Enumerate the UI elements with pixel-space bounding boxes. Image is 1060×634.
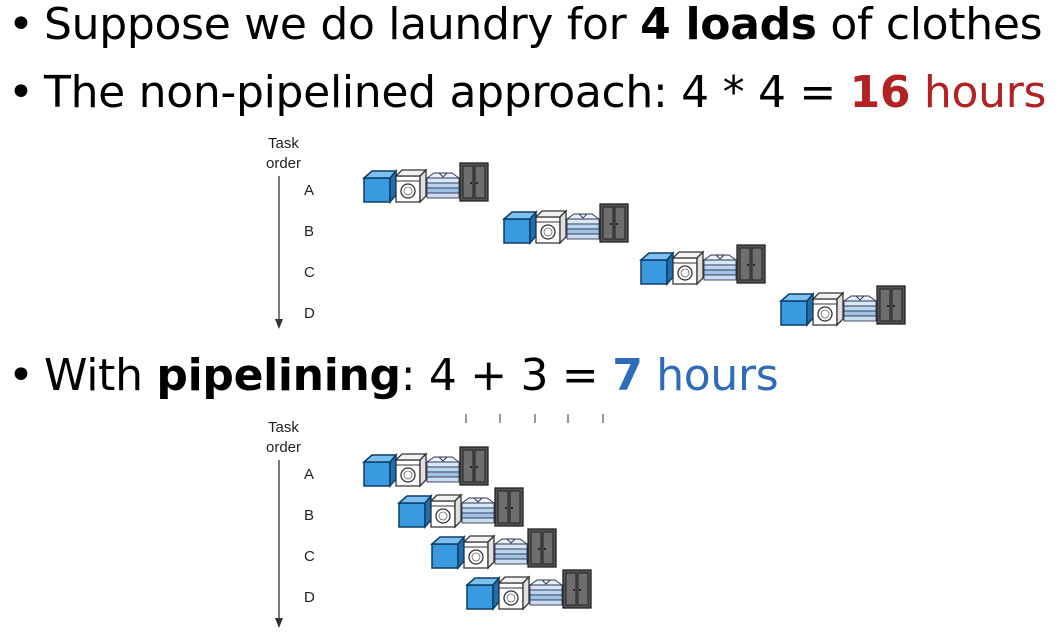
dryer-icon — [396, 170, 426, 202]
folded-clothes-icon — [704, 255, 736, 280]
folded-clothes-icon — [495, 539, 527, 564]
task-label-a: A — [304, 466, 314, 483]
closet-icon — [528, 529, 556, 567]
bullet-text: With — [44, 350, 156, 401]
dryer-icon — [396, 454, 426, 486]
folded-clothes-icon — [844, 296, 876, 321]
task-label-b: B — [304, 223, 314, 240]
arrow-head — [275, 319, 283, 329]
bullet-pipelining: •With pipelining: 4 + 3 = 7 hours — [8, 351, 778, 401]
dryer-icon — [536, 211, 566, 243]
washer-icon — [432, 537, 464, 568]
bullet-text: : 4 + 3 = — [401, 350, 612, 401]
folded-clothes-icon — [427, 173, 459, 198]
axis-title: Task — [268, 419, 299, 436]
hours-unit: hours — [643, 350, 779, 401]
dryer-icon — [499, 577, 529, 609]
washer-icon — [467, 578, 499, 609]
closet-icon — [737, 245, 765, 283]
task-label-d: D — [304, 305, 315, 322]
closet-icon — [495, 488, 523, 526]
dryer-icon — [464, 536, 494, 568]
folded-clothes-icon — [567, 214, 599, 239]
task-label-d: D — [304, 589, 315, 606]
hours-unit: hours — [910, 67, 1046, 118]
task-row-a — [364, 163, 488, 202]
folded-clothes-icon — [462, 498, 494, 523]
washer-icon — [364, 455, 396, 486]
bullet-dot: • — [8, 68, 44, 118]
bullet-loads: •Suppose we do laundry for 4 loads of cl… — [8, 0, 1042, 50]
task-label-a: A — [304, 182, 314, 199]
task-row-c — [432, 529, 556, 568]
bullet-text: The non-pipelined approach: 4 * 4 = — [44, 67, 850, 118]
bullet-bold: 4 loads — [640, 0, 817, 50]
task-row-d — [467, 570, 591, 609]
axis-title: order — [266, 439, 301, 456]
task-row-a — [364, 447, 488, 486]
folded-clothes-icon — [427, 457, 459, 482]
task-label-c: C — [304, 264, 315, 281]
bullet-text: Suppose we do laundry for — [44, 0, 640, 50]
closet-icon — [460, 163, 488, 201]
bullet-dot: • — [8, 0, 44, 50]
hours-value: 7 — [612, 350, 642, 401]
hours-value: 16 — [850, 67, 911, 118]
task-label-b: B — [304, 507, 314, 524]
dryer-icon — [813, 293, 843, 325]
task-label-c: C — [304, 548, 315, 565]
axis-title: Task — [268, 135, 299, 152]
washer-icon — [364, 171, 396, 202]
closet-icon — [460, 447, 488, 485]
washer-icon — [504, 212, 536, 243]
dryer-icon — [431, 495, 461, 527]
washer-icon — [399, 496, 431, 527]
folded-clothes-icon — [530, 580, 562, 605]
washer-icon — [781, 294, 813, 325]
bullet-bold: pipelining — [156, 350, 400, 401]
bullet-dot: • — [8, 351, 44, 401]
closet-icon — [563, 570, 591, 608]
closet-icon — [600, 204, 628, 242]
axis-title: order — [266, 155, 301, 172]
task-row-b — [399, 488, 523, 527]
closet-icon — [877, 286, 905, 324]
task-row-b — [504, 204, 628, 243]
washer-icon — [641, 253, 673, 284]
bullet-non-pipelined: •The non-pipelined approach: 4 * 4 = 16 … — [8, 68, 1046, 118]
task-row-d — [781, 286, 905, 325]
bullet-text: of clothes — [817, 0, 1043, 50]
arrow-head — [275, 618, 283, 628]
dryer-icon — [673, 252, 703, 284]
task-row-c — [641, 245, 765, 284]
